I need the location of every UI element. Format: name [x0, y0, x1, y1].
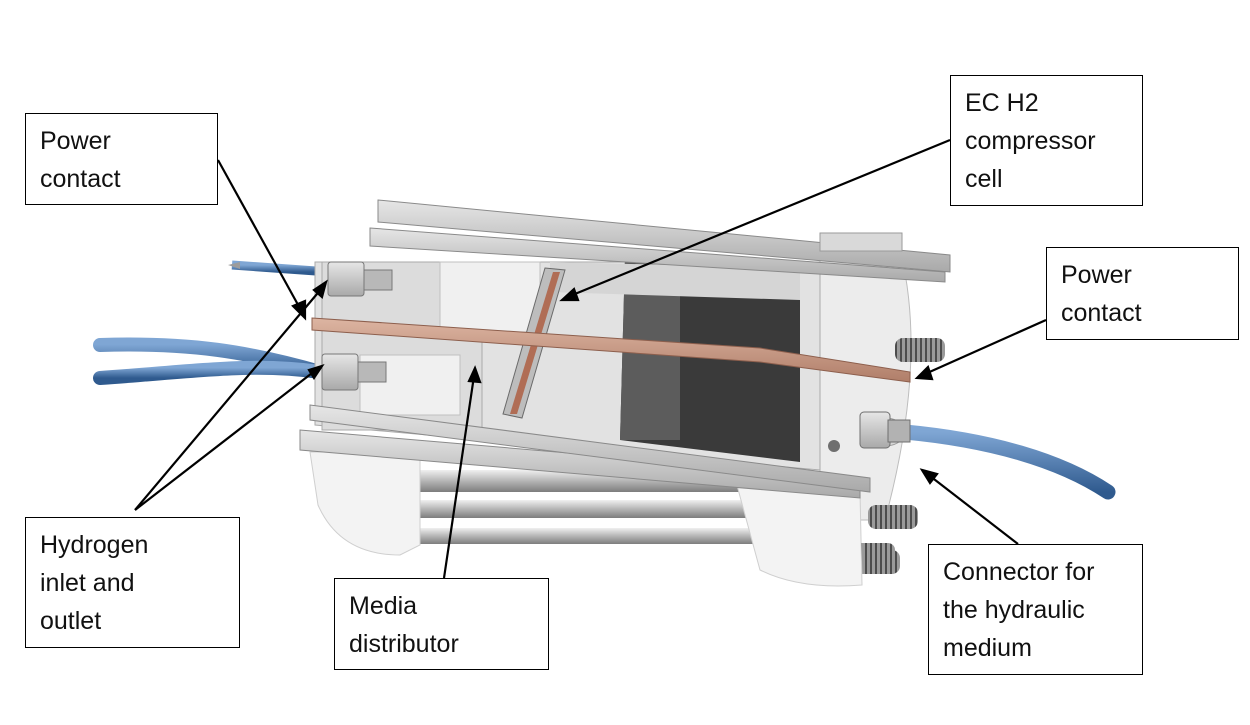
housing-body — [299, 258, 861, 499]
hydraulic-tube-right — [897, 424, 1116, 500]
insulator-blocks — [309, 451, 863, 587]
hydraulic-connector — [859, 411, 911, 449]
hydrogen-tubes-left — [93, 260, 331, 385]
label-text: Power contact — [1061, 261, 1142, 327]
label-power-contact-right: Power contact — [1046, 247, 1239, 340]
hydrogen-fittings — [321, 261, 393, 391]
label-text: Media distributor — [349, 592, 459, 658]
leader-arrows — [134, 138, 1047, 579]
power-contact-bar — [311, 317, 911, 383]
arrow-hydraulic-connector — [929, 475, 1019, 545]
arrow-hydrogen-inlet — [134, 287, 323, 511]
top-rails — [309, 199, 951, 493]
label-text: Connector for the hydraulic medium — [943, 558, 1095, 662]
label-text: Hydrogen inlet and outlet — [40, 531, 149, 635]
label-text: EC H2 compressor cell — [965, 89, 1096, 193]
arrow-hydrogen-outlet — [134, 369, 317, 511]
label-ec-compressor-cell: EC H2 compressor cell — [950, 75, 1143, 206]
label-text: Power contact — [40, 127, 121, 193]
label-media-distributor: Media distributor — [334, 578, 549, 670]
label-hydraulic-connector: Connector for the hydraulic medium — [928, 544, 1143, 675]
label-hydrogen-inlet-outlet: Hydrogen inlet and outlet — [25, 517, 240, 648]
threaded-studs-right — [830, 338, 945, 574]
arrow-ec-cell — [569, 138, 951, 298]
label-power-contact-left: Power contact — [25, 113, 218, 205]
arrow-power-contact-right — [924, 318, 1047, 376]
tie-rods — [345, 470, 770, 544]
arrow-power-contact-left — [217, 159, 303, 313]
arrow-media-distributor — [442, 375, 476, 579]
